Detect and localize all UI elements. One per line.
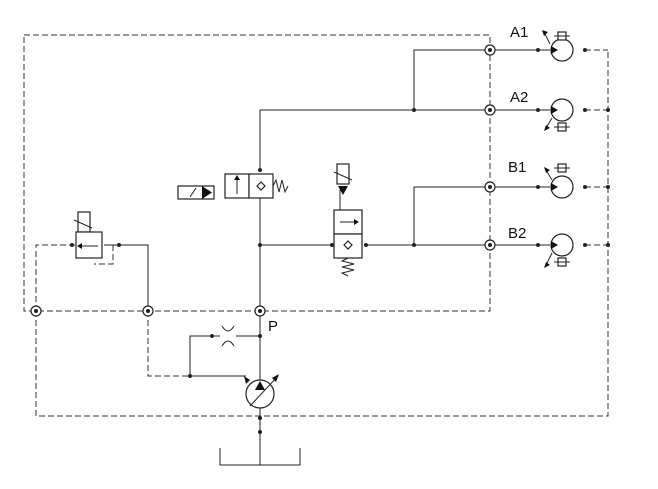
check-valve-cartridge [333,163,363,277]
port-label-a1: A1 [510,24,528,41]
motor-b2 [544,233,574,268]
relief-valve [73,211,103,259]
port-label-b2: B2 [508,225,526,242]
port-label-p: P [268,318,278,335]
variable-pump [244,374,279,409]
port-label-b1: B1 [508,159,526,176]
tank [219,448,301,466]
solenoid-valve [177,173,289,200]
motor-a2 [544,98,574,132]
manifold-ports [30,44,496,317]
throttle [221,325,258,347]
port-label-a2: A2 [510,89,528,106]
motor-b1 [544,163,574,199]
manifold-boundary [23,34,491,312]
motor-a1 [542,30,574,62]
pressure-lines [104,49,550,465]
